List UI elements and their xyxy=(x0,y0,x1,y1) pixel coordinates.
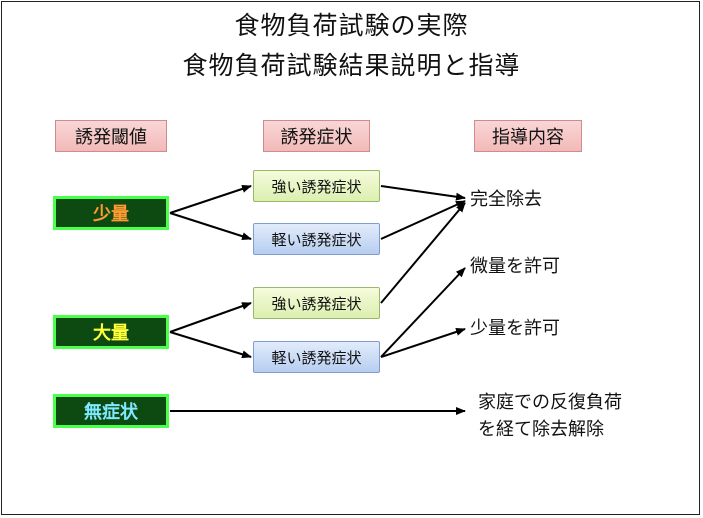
amount-none-box: 無症状 xyxy=(53,394,169,428)
arrow-large-to-mild xyxy=(169,331,252,359)
arrow-mild1-to-complete xyxy=(380,200,466,240)
symptom-strong-box-1: 強い誘発症状 xyxy=(253,170,380,202)
arrow-small-to-strong xyxy=(169,185,252,214)
header-guidance: 指導内容 xyxy=(474,120,582,152)
slide-title-line1: 食物負荷試験の実際 xyxy=(234,11,469,40)
arrow-mild2-to-small xyxy=(380,328,466,358)
symptom-mild-box-1: 軽い誘発症状 xyxy=(253,223,380,255)
outcome-complete-removal: 完全除去 xyxy=(470,189,542,210)
arrow-strong1-to-complete xyxy=(380,185,466,201)
arrow-large-to-strong xyxy=(169,302,252,333)
outcome-trace-allowed: 微量を許可 xyxy=(470,256,560,277)
amount-small-box: 少量 xyxy=(53,196,169,230)
symptom-strong-box-2: 強い誘発症状 xyxy=(253,287,380,319)
slide-title-line2: 食物負荷試験結果説明と指導 xyxy=(182,51,521,80)
arrow-strong2-to-complete xyxy=(380,202,466,304)
amount-large-box: 大量 xyxy=(53,315,169,349)
outcome-home-challenge: 家庭での反復負荷 を経て除去解除 xyxy=(478,389,622,443)
header-threshold: 誘発閾値 xyxy=(55,120,167,152)
arrow-mild2-to-trace xyxy=(380,267,466,358)
arrow-small-to-mild xyxy=(169,212,252,241)
outcome-home-challenge-line1: 家庭での反復負荷 xyxy=(478,392,622,413)
header-symptoms: 誘発症状 xyxy=(263,120,370,152)
symptom-mild-box-2: 軽い誘発症状 xyxy=(253,341,380,373)
outcome-home-challenge-line2: を経て除去解除 xyxy=(478,419,604,440)
outcome-small-allowed: 少量を許可 xyxy=(470,318,560,339)
